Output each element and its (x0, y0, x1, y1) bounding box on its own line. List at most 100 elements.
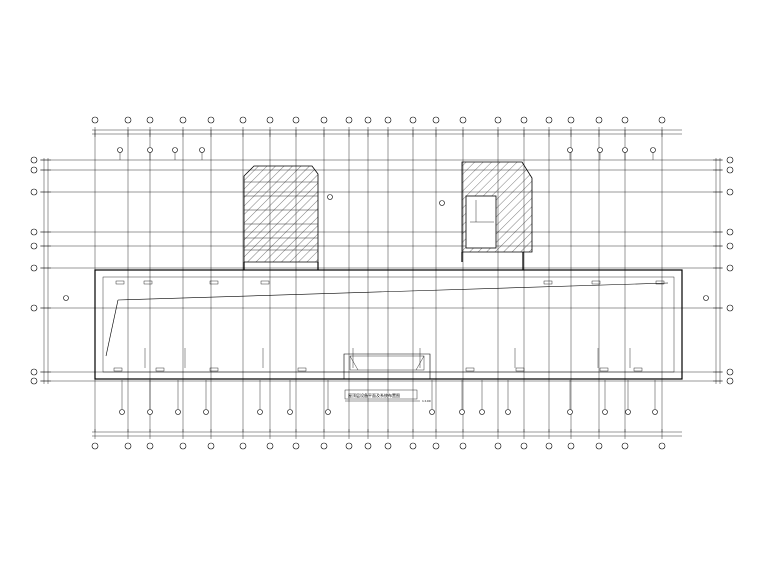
building-inner-wall (102, 276, 675, 373)
equipment-tag (117, 147, 123, 153)
equipment-tag (439, 200, 445, 206)
axis-bubble (30, 242, 38, 250)
equipment-tag (172, 147, 178, 153)
equipment-tag (625, 409, 631, 415)
equipment-block (115, 280, 125, 285)
building-outline (94, 269, 683, 380)
axis-bubble (91, 116, 99, 124)
axis-bubble (545, 442, 553, 450)
grid-lines (40, 130, 722, 432)
drawing-scale: 1:100 (422, 399, 431, 403)
axis-bubble (726, 377, 734, 385)
left-core-stair-lines (244, 181, 318, 251)
axis-bubble (567, 442, 575, 450)
equipment-block (209, 280, 219, 285)
equipment-block (633, 367, 643, 372)
axis-bubble (146, 442, 154, 450)
axis-bubble (621, 116, 629, 124)
equipment-tag (147, 409, 153, 415)
axis-bubble (520, 442, 528, 450)
axis-bubble (266, 442, 274, 450)
pipe-run-main (117, 282, 669, 301)
equipment-tag (175, 409, 181, 415)
axis-bubble (494, 116, 502, 124)
axis-bubble (30, 188, 38, 196)
axis-bubble (459, 116, 467, 124)
axis-bubble (432, 442, 440, 450)
axis-bubble (266, 116, 274, 124)
axis-bubble (124, 442, 132, 450)
axis-bubble (320, 116, 328, 124)
equipment-block (260, 280, 270, 285)
axis-bubble (545, 116, 553, 124)
axis-bubble (30, 368, 38, 376)
equipment-tag (327, 194, 333, 200)
axis-bubble (726, 188, 734, 196)
axis-bubble (30, 264, 38, 272)
equipment-tag (650, 147, 656, 153)
equipment-tag (203, 409, 209, 415)
equipment-block (591, 280, 601, 285)
equipment-block (515, 367, 525, 372)
axis-bubble (726, 304, 734, 312)
axis-bubble (658, 116, 666, 124)
axis-bubble (292, 442, 300, 450)
left-core-hatched (243, 165, 319, 263)
pipe-run-left (105, 299, 119, 357)
axis-bubble (595, 116, 603, 124)
axis-bubble (658, 442, 666, 450)
equipment-block (155, 367, 165, 372)
axis-bubble (595, 442, 603, 450)
axis-bubble (520, 116, 528, 124)
axis-bubble (30, 228, 38, 236)
equipment-tag (703, 295, 709, 301)
equipment-block (599, 367, 609, 372)
axis-bubble (30, 156, 38, 164)
equipment-tag (505, 409, 511, 415)
equipment-tag (622, 147, 628, 153)
axis-bubble (726, 156, 734, 164)
axis-bubble (239, 116, 247, 124)
equipment-tag (567, 409, 573, 415)
axis-bubble (567, 116, 575, 124)
equipment-tag (119, 409, 125, 415)
axis-bubble (459, 442, 467, 450)
axis-bubble (179, 116, 187, 124)
axis-bubble (726, 166, 734, 174)
equipment-block (465, 367, 475, 372)
equipment-tag (287, 409, 293, 415)
axis-bubble (409, 116, 417, 124)
entrance-canopy (343, 353, 431, 379)
equipment-tag (325, 409, 331, 415)
axis-bubble (726, 264, 734, 272)
axis-bubble (146, 116, 154, 124)
equipment-tag (199, 147, 205, 153)
axis-bubble (179, 442, 187, 450)
axis-bubble (726, 368, 734, 376)
equipment-tag (459, 409, 465, 415)
axis-bubble (207, 442, 215, 450)
equipment-tag (147, 147, 153, 153)
axis-bubble (345, 442, 353, 450)
equipment-block (297, 367, 307, 372)
drawing-title: 屋顶层设备平面及系统布置图 (348, 392, 400, 398)
axis-bubble (91, 442, 99, 450)
equipment-markers (63, 147, 709, 415)
axis-bubble (364, 116, 372, 124)
dimension-lines (41, 127, 723, 439)
axis-bubble (239, 442, 247, 450)
equipment-block (209, 367, 219, 372)
axis-bubble (726, 242, 734, 250)
axis-bubble (124, 116, 132, 124)
axis-bubble (30, 304, 38, 312)
axis-bubble (432, 116, 440, 124)
equipment-tag (567, 147, 573, 153)
axis-bubble (384, 442, 392, 450)
axis-bubble (621, 442, 629, 450)
equipment-tag (652, 409, 658, 415)
drawing-title-box (344, 389, 418, 400)
axis-bubble (30, 377, 38, 385)
axis-bubble (726, 228, 734, 236)
equipment-tag (63, 295, 69, 301)
